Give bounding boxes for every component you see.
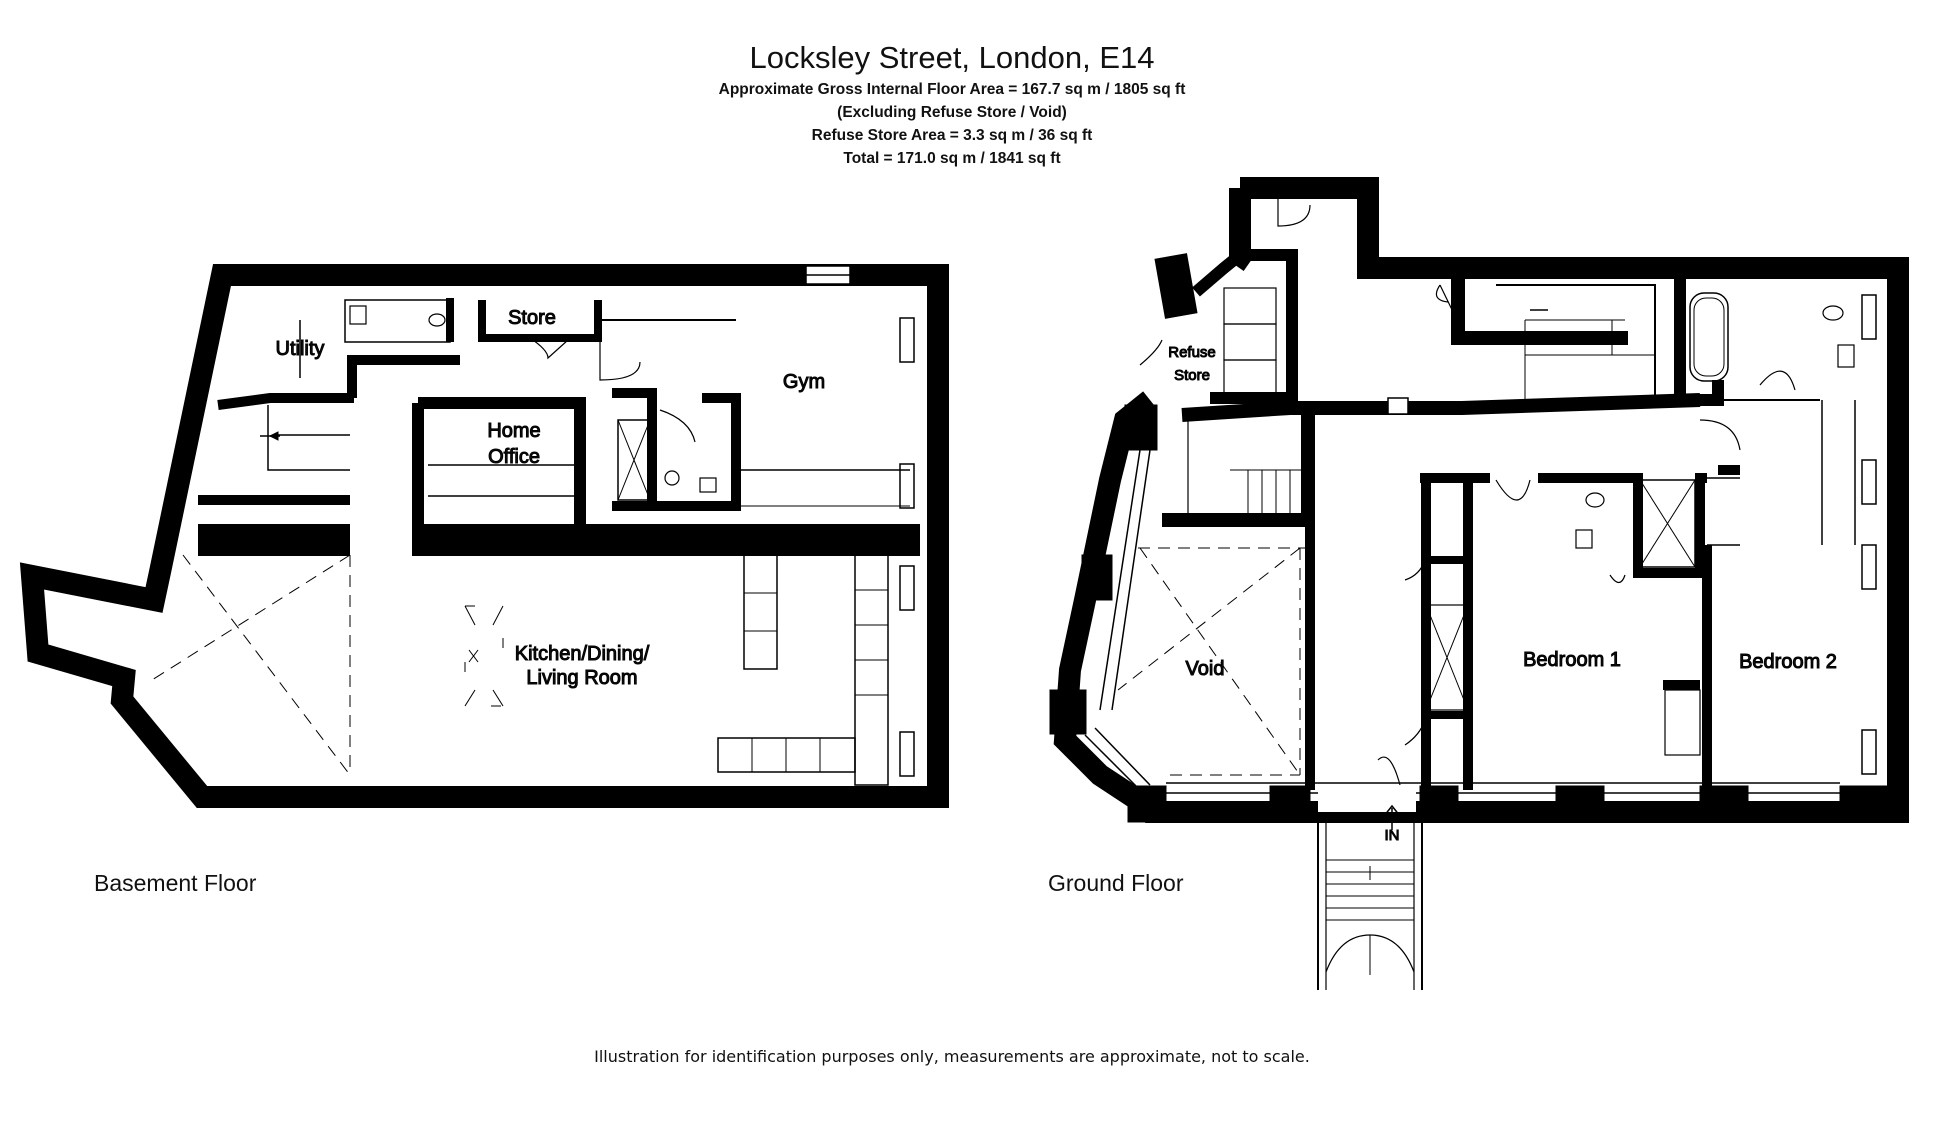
area-line-excluding: (Excluding Refuse Store / Void) — [837, 104, 1067, 121]
room-label-home-office-1: Home — [487, 420, 540, 442]
disclaimer-text: Illustration for identification purposes… — [594, 1047, 1310, 1066]
entrance-label: IN — [1385, 827, 1400, 844]
ground-plan: Refuse Store Void Bedroom 1 Bedroom 2 IN — [1049, 177, 1909, 990]
room-label-refuse-1: Refuse — [1168, 344, 1216, 361]
room-label-kitchen-2: Living Room — [526, 667, 637, 689]
area-line-refuse: Refuse Store Area = 3.3 sq m / 36 sq ft — [811, 127, 1093, 144]
ground-floor-label: Ground Floor — [1048, 870, 1184, 896]
room-label-bedroom-2: Bedroom 2 — [1739, 651, 1837, 673]
plan-header: Locksley Street, London, E14 Approximate… — [0, 38, 1904, 170]
room-label-void: Void — [1186, 658, 1225, 680]
basement-plan: Utility Store Gym Home Office Kitchen/Di… — [19, 264, 949, 808]
basement-floor-label: Basement Floor — [94, 870, 257, 896]
area-line-gross: Approximate Gross Internal Floor Area = … — [718, 81, 1186, 98]
basement-outer-wall — [19, 264, 949, 808]
room-label-bedroom-1: Bedroom 1 — [1523, 649, 1621, 671]
room-label-utility: Utility — [276, 338, 325, 360]
room-label-home-office-2: Office — [488, 446, 540, 468]
property-title: Locksley Street, London, E14 — [749, 40, 1155, 75]
room-label-store: Store — [508, 307, 556, 329]
room-label-kitchen-1: Kitchen/Dining/ — [515, 643, 650, 665]
area-line-total: Total = 171.0 sq m / 1841 sq ft — [843, 150, 1061, 167]
room-label-refuse-2: Store — [1174, 367, 1210, 384]
room-label-gym: Gym — [783, 371, 825, 393]
